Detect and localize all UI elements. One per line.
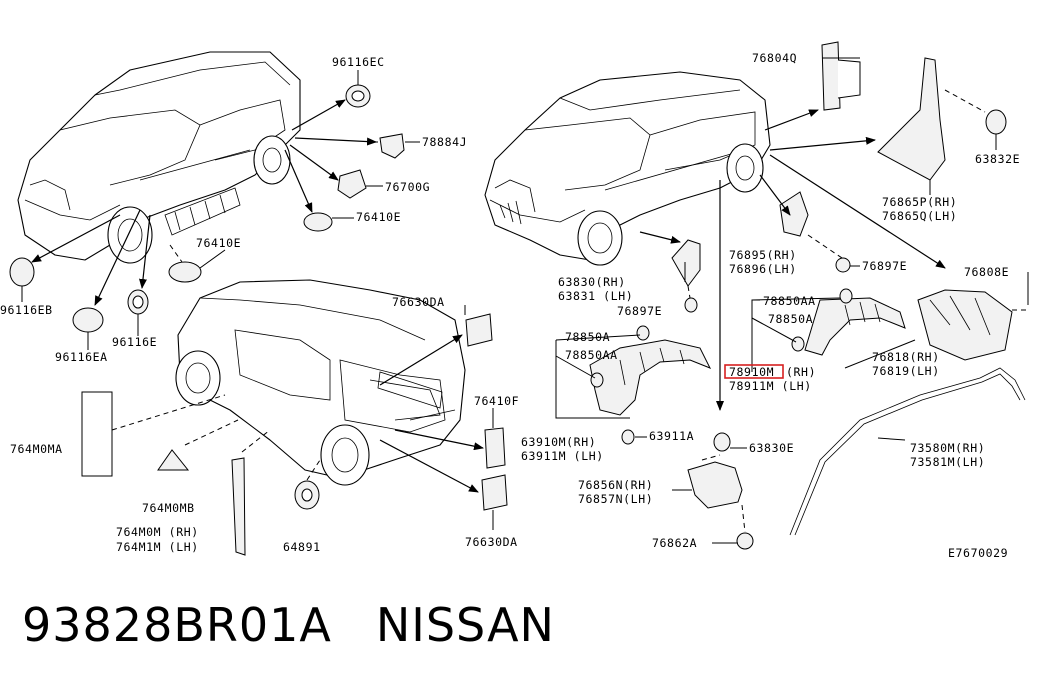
- brand-name: NISSAN: [375, 598, 555, 652]
- leader-arrows-car3: [111, 305, 494, 530]
- clips-car1: [9, 84, 405, 333]
- label-764M0M: 764M0M (RH): [116, 525, 199, 539]
- footer: 93828BR01A NISSAN: [22, 598, 599, 652]
- moldings-car3: [81, 313, 508, 556]
- label-63830: 63830(RH): [558, 275, 626, 289]
- label-63832E: 63832E: [975, 152, 1020, 166]
- label-76862A: 76862A: [652, 536, 697, 550]
- label-76700G: 76700G: [385, 180, 430, 194]
- label-96116EC: 96116EC: [332, 55, 385, 69]
- leader-arrows-car1: [31, 99, 378, 306]
- highlight-box: [724, 364, 784, 379]
- label-78911M: 78911M (LH): [729, 379, 812, 393]
- label-76865Q: 76865Q(LH): [882, 209, 957, 223]
- label-76897E-a: 76897E: [862, 259, 907, 273]
- label-764M0MB: 764M0MB: [142, 501, 195, 515]
- label-76819: 76819(LH): [872, 364, 940, 378]
- label-76410E-a: 76410E: [356, 210, 401, 224]
- label-64891: 64891: [283, 540, 321, 554]
- label-73581M: 73581M(LH): [910, 455, 985, 469]
- car-rear-view: [175, 279, 466, 486]
- label-76410E-b: 76410E: [196, 236, 241, 250]
- label-76818: 76818(RH): [872, 350, 940, 364]
- label-63911M: 63911M (LH): [521, 449, 604, 463]
- label-73580M: 73580M(RH): [910, 441, 985, 455]
- label-63831: 63831 (LH): [558, 289, 633, 303]
- label-78910M: 78910M: [729, 365, 774, 379]
- label-764M1M: 764M1M (LH): [116, 540, 199, 554]
- parts-car2: [589, 41, 1026, 550]
- label-96116EA: 96116EA: [55, 350, 108, 364]
- label-76895: 76895(RH): [729, 248, 797, 262]
- label-76804Q: 76804Q: [752, 51, 797, 65]
- label-leader-lines: [21, 57, 1029, 449]
- part-number: 93828BR01A: [22, 598, 332, 652]
- label-76896: 76896(LH): [729, 262, 797, 276]
- car-front-right-view: [484, 71, 771, 266]
- label-76857N: 76857N(LH): [578, 492, 653, 506]
- label-76808E: 76808E: [964, 265, 1009, 279]
- label-764M0MA: 764M0MA: [10, 442, 63, 456]
- label-76630DA-b: 76630DA: [465, 535, 518, 549]
- label-78910M-rh: (RH): [786, 365, 816, 379]
- label-63911A: 63911A: [649, 429, 694, 443]
- diagram-id: E7670029: [948, 546, 1008, 560]
- car-front-left-view: [17, 51, 301, 264]
- label-96116E: 96116E: [112, 335, 157, 349]
- label-78850AA-a: 78850AA: [763, 294, 816, 308]
- label-78884J: 78884J: [422, 135, 467, 149]
- label-63910M: 63910M(RH): [521, 435, 596, 449]
- label-76410F: 76410F: [474, 394, 519, 408]
- leader-arrows-car2: [555, 89, 1028, 544]
- part-labels: 96116EC 78884J 76700G 76410E 76410E 9611…: [0, 51, 1020, 560]
- label-76856N: 76856N(RH): [578, 478, 653, 492]
- label-96116EB: 96116EB: [0, 303, 53, 317]
- label-76865P: 76865P(RH): [882, 195, 957, 209]
- label-78850A-a: 78850A: [768, 312, 813, 326]
- label-78850AA-b: 78850AA: [565, 348, 618, 362]
- label-63830E: 63830E: [749, 441, 794, 455]
- label-76897E-b: 76897E: [617, 304, 662, 318]
- label-78850A-b: 78850A: [565, 330, 610, 344]
- label-76630DA-a: 76630DA: [392, 295, 445, 309]
